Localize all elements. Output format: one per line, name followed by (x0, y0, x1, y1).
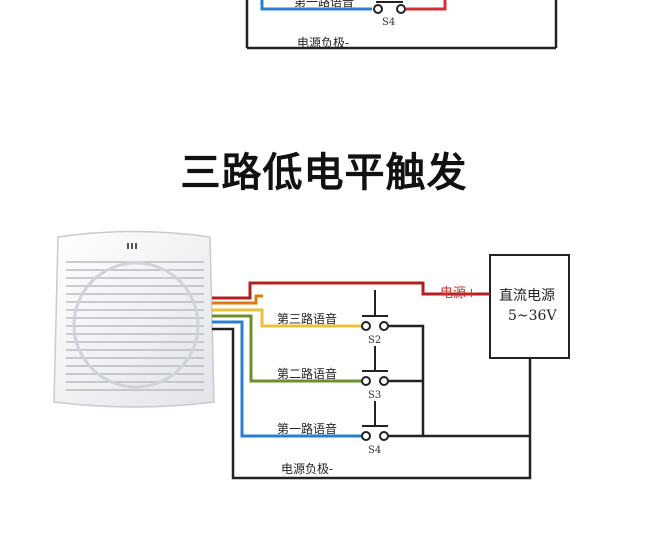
top-switch-label: S4 (382, 17, 395, 28)
top-negative-label: 电源负极- (297, 36, 349, 50)
channel-2-voice-label: 第二路语音 (277, 366, 337, 381)
power-supply-voltage: 5~36V (508, 308, 557, 324)
negative-label: 电源负极- (281, 462, 333, 476)
top-switch-terminal-left (373, 4, 383, 14)
channel-1-voice-label: 第一路语音 (277, 421, 337, 436)
positive-label: 电源+ (440, 286, 477, 301)
speaker-body (53, 230, 215, 408)
negative-wire (212, 327, 532, 480)
speaker-indicator (127, 243, 137, 249)
top-red-wire (406, 0, 447, 11)
page-title: 三路低电平触发 (180, 150, 468, 196)
switch-s3 (361, 346, 389, 386)
channel-1-switch-label: S4 (368, 445, 381, 456)
channel-3-switch-label: S2 (368, 335, 381, 346)
blue-wire (212, 320, 362, 438)
top-blue-wire (260, 0, 372, 11)
positive-wire (212, 281, 490, 300)
channel-2-switch-label: S3 (368, 390, 381, 401)
green-wire (212, 314, 362, 383)
orange-wire (212, 294, 263, 305)
switch-s4 (361, 401, 389, 441)
main-diagram: 直流电源 5~36V 电源+ (53, 230, 570, 480)
power-supply-label: 直流电源 (499, 287, 555, 304)
top-partial-diagram: 第一路语音 S4 电源负极- (245, 0, 558, 50)
speaker-grille (66, 261, 204, 391)
channel-3-voice-label: 第三路语音 (277, 311, 337, 326)
top-switch-terminal-right (396, 4, 406, 14)
switch-s2 (361, 290, 389, 331)
top-voice-label: 第一路语音 (294, 0, 354, 9)
power-supply-box (489, 254, 570, 359)
yellow-wire (212, 308, 362, 328)
speaker-cone-ring (72, 261, 200, 389)
speaker-device (53, 230, 215, 408)
